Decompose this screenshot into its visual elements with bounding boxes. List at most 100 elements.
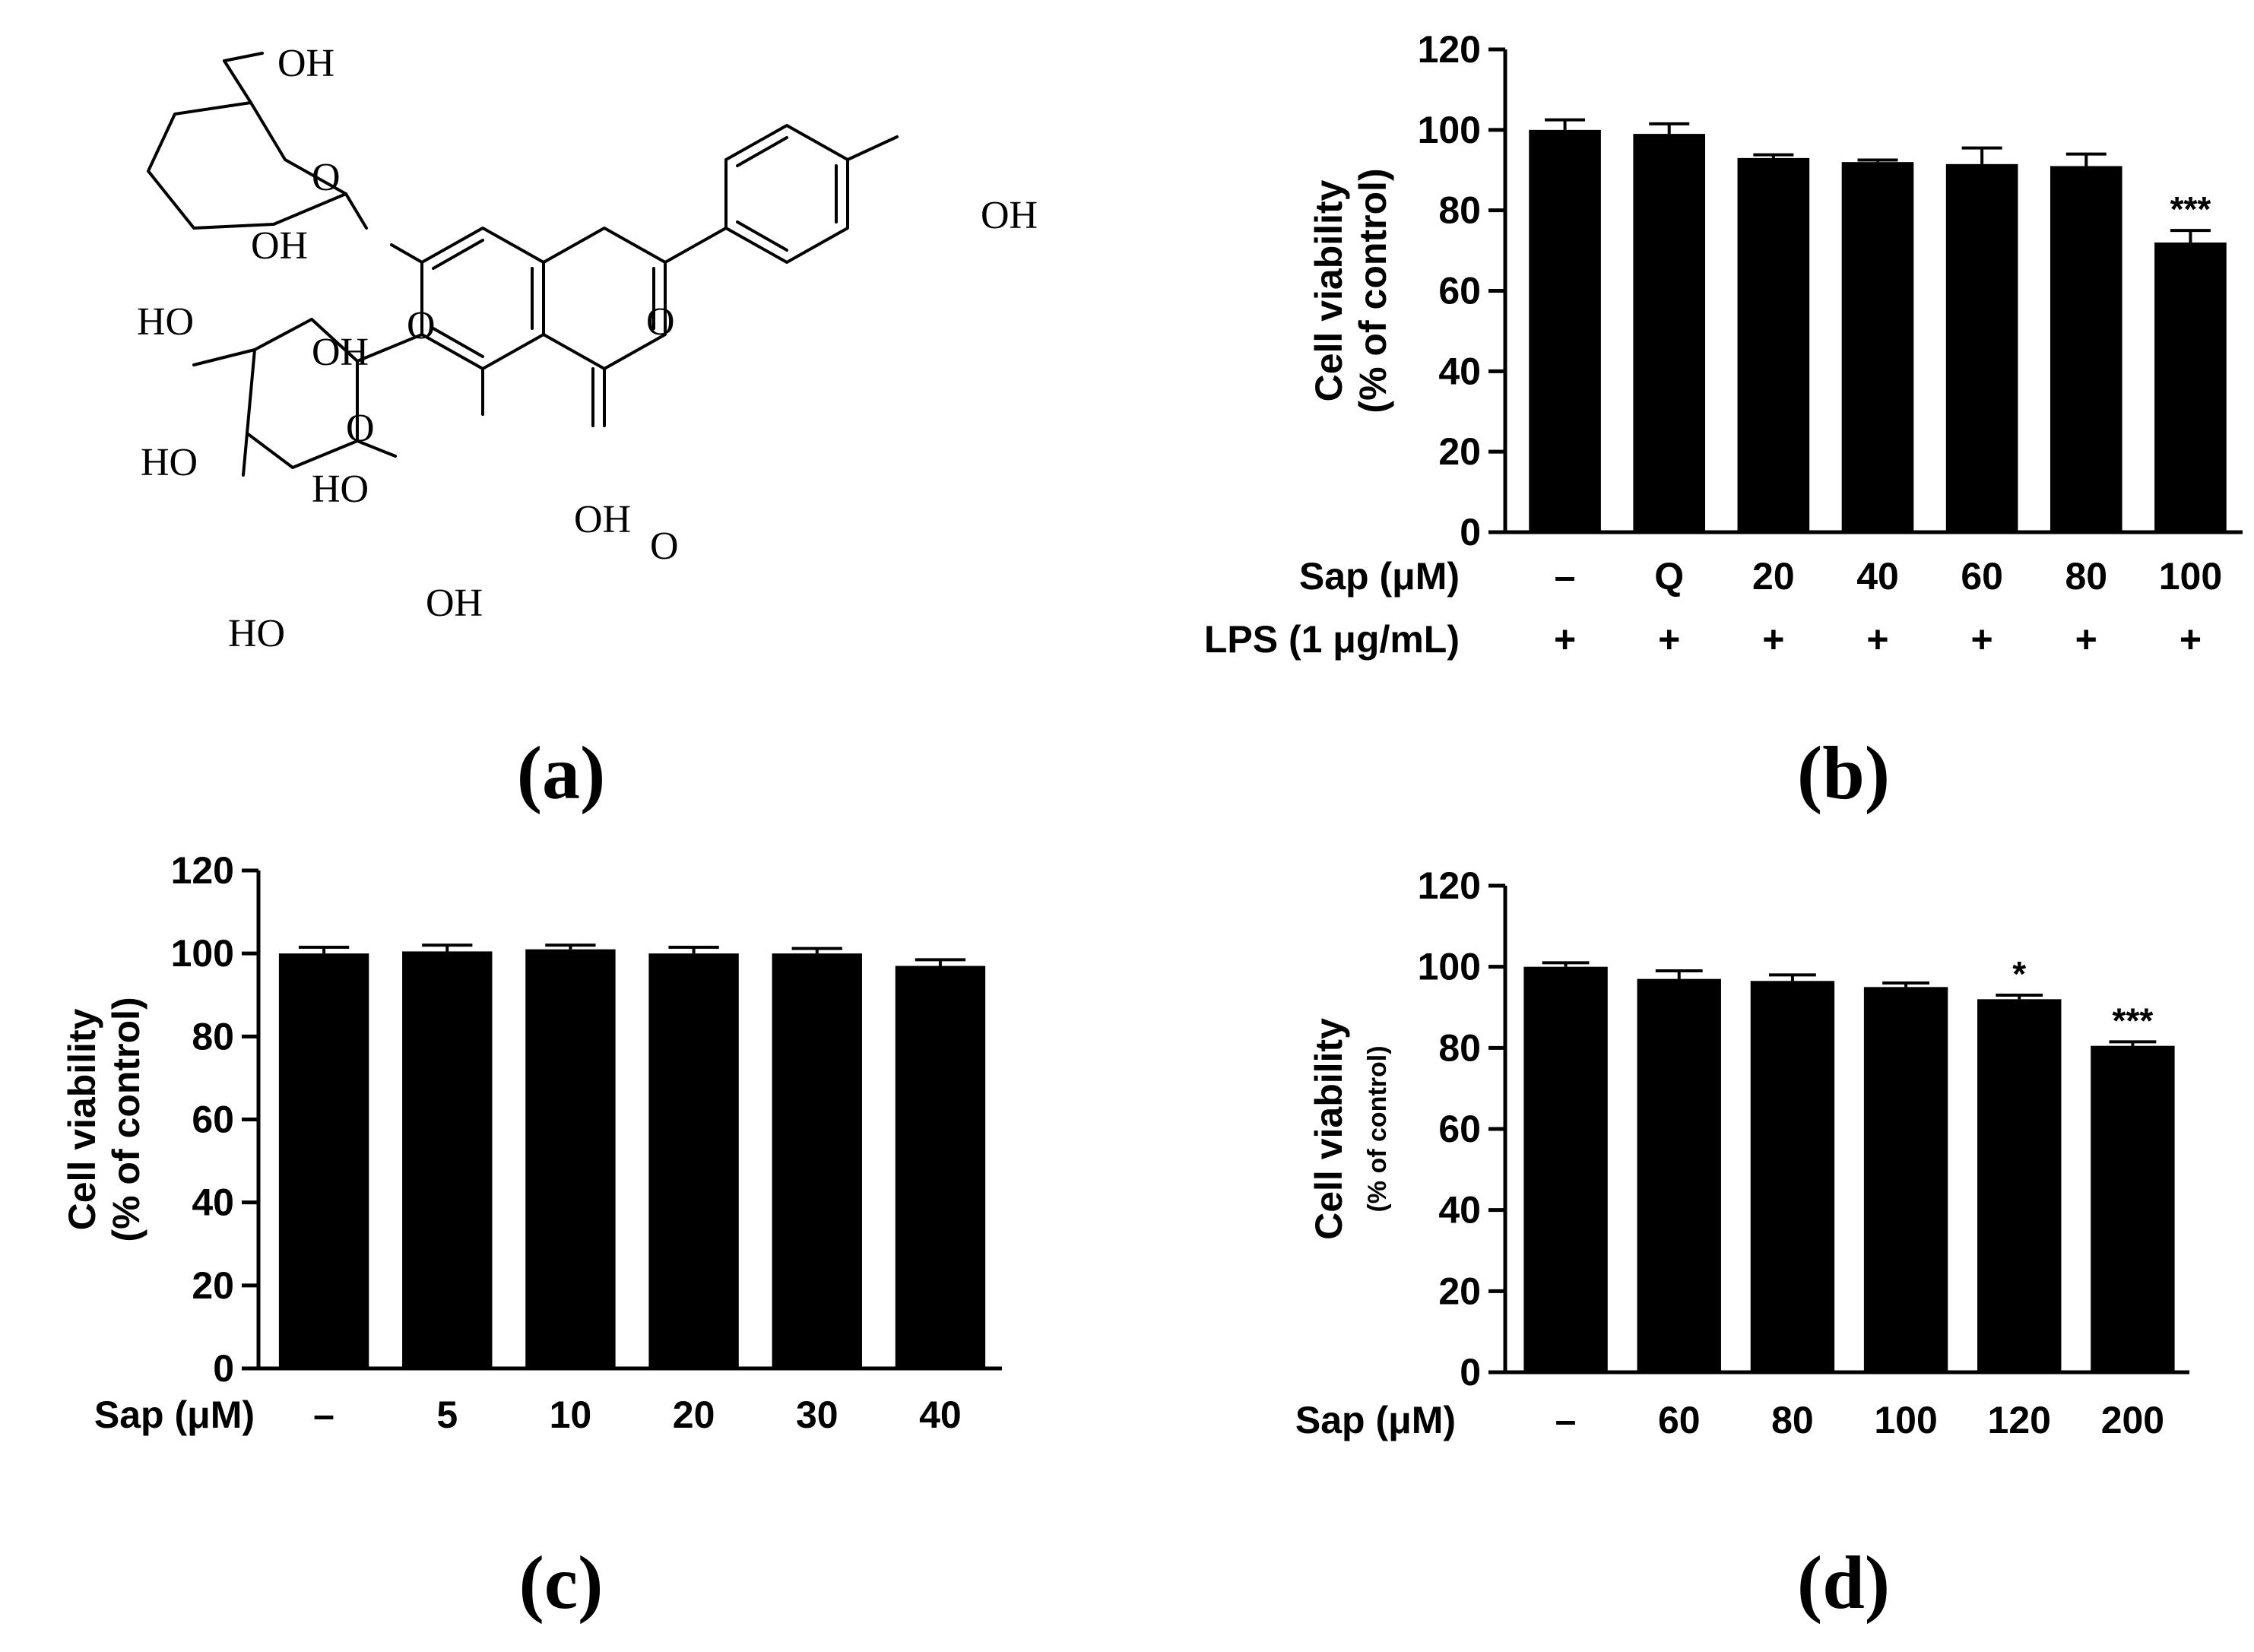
y-tick-label: 0 xyxy=(1460,1351,1481,1394)
y-tick-label: 40 xyxy=(192,1181,234,1224)
atom-label: OH xyxy=(251,224,308,268)
atom-label: O xyxy=(312,156,341,199)
y-tick-label: 60 xyxy=(1438,270,1481,312)
atom-label: HO xyxy=(228,612,285,655)
y-tick-label: 60 xyxy=(1438,1108,1481,1150)
y-tick-label: 0 xyxy=(213,1347,234,1390)
bond-b-oh xyxy=(846,135,899,161)
bar xyxy=(1863,987,1948,1372)
x-tick-label: 40 xyxy=(1856,555,1899,598)
bond-double xyxy=(432,239,484,270)
x-tick-label: – xyxy=(1555,555,1576,598)
x-tick-label: Q xyxy=(1654,555,1684,598)
bond-double xyxy=(736,136,788,167)
bond-glc-ch2 xyxy=(223,59,252,104)
atom-label: O xyxy=(650,525,679,568)
x-tick-label: 200 xyxy=(2101,1399,2164,1441)
x-tick-label: + xyxy=(1658,618,1680,661)
bar xyxy=(278,953,369,1368)
atom-label: HO xyxy=(141,441,198,484)
bond-cglc-oh xyxy=(242,432,249,477)
x-tick-label: 60 xyxy=(1961,555,2003,598)
atom-label: OH xyxy=(981,194,1038,237)
saponarin-structure: OH O OH HO OH O O OH HO O HO OH O HO OH xyxy=(137,42,1038,655)
y-tick-label: 40 xyxy=(1438,350,1481,392)
bond-glucose-ring xyxy=(147,101,347,230)
y-tick-label: 100 xyxy=(1418,109,1481,151)
bond-ring-c xyxy=(542,227,667,370)
y-axis-title: Cell viability(% of control) xyxy=(1308,168,1394,413)
bar xyxy=(1750,981,1835,1372)
y-axis-title-line: Cell viability xyxy=(61,1008,103,1230)
bond-b-link xyxy=(664,227,728,264)
panel-label-b: (b) xyxy=(1797,731,1890,815)
x-tick-label: + xyxy=(1866,618,1888,661)
atom-label: HO xyxy=(312,468,369,511)
bond-7-o xyxy=(390,243,423,264)
panel-label-c: (c) xyxy=(519,1540,604,1625)
bond-6-c xyxy=(356,333,423,363)
y-axis-title-line: Cell viability xyxy=(1308,179,1350,401)
x-tick-label: 100 xyxy=(1874,1399,1937,1441)
y-tick-label: 120 xyxy=(1418,28,1481,71)
y-tick-label: 80 xyxy=(1438,1026,1481,1069)
y-tick-label: 80 xyxy=(1438,189,1481,232)
bar xyxy=(1737,157,1810,532)
bar xyxy=(1637,978,1721,1372)
condition-label: Sap (μM) xyxy=(1295,1399,1456,1441)
x-tick-label: + xyxy=(2075,618,2097,661)
x-tick-label: 20 xyxy=(1752,555,1795,598)
x-tick-label: 10 xyxy=(550,1394,592,1436)
atom-label: OH xyxy=(312,331,369,374)
bar xyxy=(772,953,862,1368)
x-tick-label: 120 xyxy=(1988,1399,2051,1441)
significance-marker: * xyxy=(2012,954,2026,994)
y-tick-label: 0 xyxy=(1460,511,1481,553)
x-tick-label: + xyxy=(1554,618,1576,661)
significance-marker: *** xyxy=(2113,1000,2154,1040)
x-tick-label: 80 xyxy=(1771,1399,1814,1441)
bond-o-glc xyxy=(344,192,368,230)
y-tick-label: 20 xyxy=(192,1264,234,1307)
x-tick-label: 40 xyxy=(919,1394,962,1436)
bar xyxy=(1523,966,1608,1372)
bond-double xyxy=(432,327,484,358)
y-tick-label: 20 xyxy=(1438,430,1481,473)
x-tick-label: 100 xyxy=(2159,555,2222,598)
bar xyxy=(525,949,616,1368)
x-tick-label: 20 xyxy=(673,1394,715,1436)
y-tick-label: 80 xyxy=(192,1015,234,1057)
panel-label-a: (a) xyxy=(517,731,606,815)
y-axis-title-line: (% of control) xyxy=(1352,168,1394,413)
bond-double xyxy=(736,220,788,252)
atom-label: HO xyxy=(137,300,194,344)
x-tick-label: 5 xyxy=(436,1394,458,1436)
atom-label: OH xyxy=(574,498,631,541)
condition-label: Sap (μM) xyxy=(1299,555,1460,598)
y-tick-label: 100 xyxy=(171,932,234,975)
y-axis-title-line: Cell viability xyxy=(1308,1018,1350,1240)
bar xyxy=(895,966,986,1368)
bond-ring-b xyxy=(724,124,849,264)
condition-label: LPS (1 μg/mL) xyxy=(1204,618,1460,661)
bar xyxy=(1529,129,1601,533)
y-tick-label: 40 xyxy=(1438,1189,1481,1232)
atom-label: OH xyxy=(277,42,334,85)
y-axis-title-line: (% of control) xyxy=(105,997,147,1241)
atom-label: O xyxy=(646,300,675,344)
atom-label: O xyxy=(407,304,436,347)
x-tick-label: 80 xyxy=(2065,555,2107,598)
atom-label: OH xyxy=(426,582,483,625)
bar xyxy=(1841,162,1914,532)
bar xyxy=(2091,1045,2175,1372)
bar xyxy=(648,953,739,1368)
bar xyxy=(1633,134,1706,532)
x-tick-label: 30 xyxy=(796,1394,839,1436)
bar xyxy=(2050,166,2122,533)
y-tick-label: 20 xyxy=(1438,1270,1481,1312)
bar xyxy=(1977,999,2062,1372)
x-tick-label: + xyxy=(1762,618,1784,661)
